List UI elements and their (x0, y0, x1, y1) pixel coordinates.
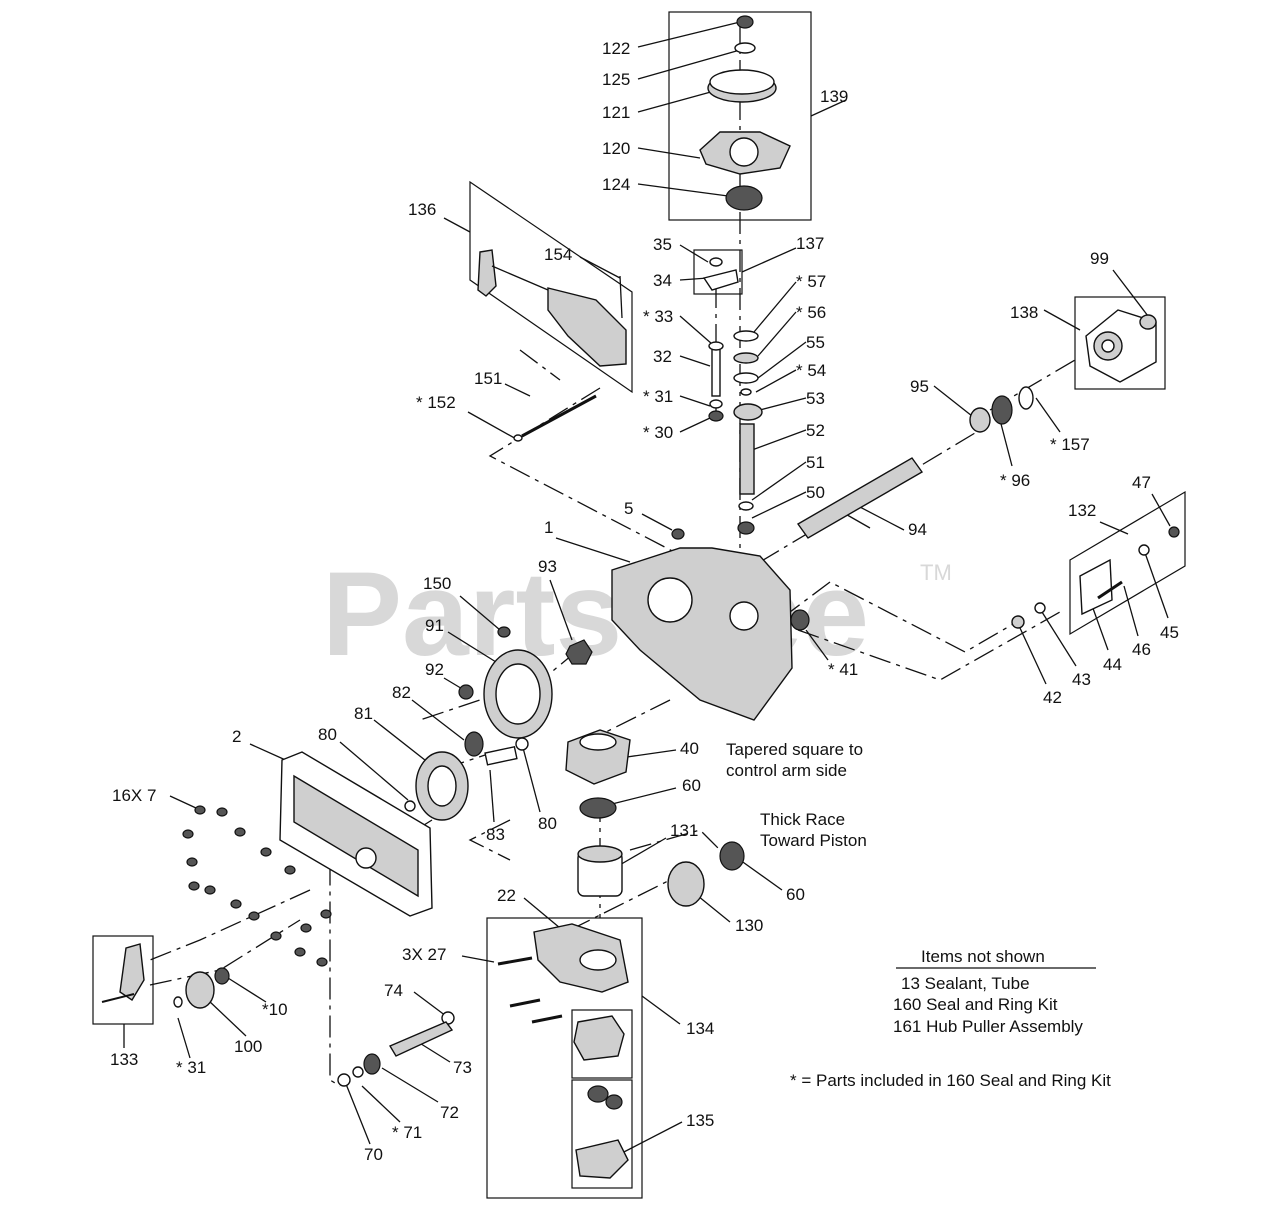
callout-57: * 57 (796, 272, 826, 291)
note-tapered-line-1: Tapered square to (726, 740, 863, 759)
callout-60a: 60 (682, 776, 701, 795)
callout-137: 137 (796, 234, 824, 253)
callout-40: 40 (680, 739, 699, 758)
callout-45: 45 (1160, 623, 1179, 642)
callout-43: 43 (1072, 670, 1091, 689)
callout-135: 135 (686, 1111, 714, 1130)
callout-125: 125 (602, 70, 630, 89)
callout-7: 16X 7 (112, 786, 156, 805)
items-not-shown-13: 13 Sealant, Tube (901, 974, 1030, 993)
callout-2: 2 (232, 727, 241, 746)
callout-27: 3X 27 (402, 945, 446, 964)
callout-54: * 54 (796, 361, 826, 380)
callout-52: 52 (806, 421, 825, 440)
callout-32: 32 (653, 347, 672, 366)
callout-154: 154 (544, 245, 572, 264)
callout-72: 72 (440, 1103, 459, 1122)
box-138 (1074, 296, 1166, 390)
callout-83: 83 (486, 825, 505, 844)
callout-132: 132 (1068, 501, 1096, 520)
callout-91: 91 (425, 616, 444, 635)
annotations: Tapered square to control arm side Thick… (726, 740, 867, 850)
callout-56: * 56 (796, 303, 826, 322)
callout-130: 130 (735, 916, 763, 935)
callout-95: 95 (910, 377, 929, 396)
callout-96: * 96 (1000, 471, 1030, 490)
callout-60b: 60 (786, 885, 805, 904)
note-thick-race-line-1: Thick Race (760, 810, 845, 829)
callout-1: 1 (544, 518, 553, 537)
callout-120: 120 (602, 139, 630, 158)
callout-80a: 80 (318, 725, 337, 744)
items-not-shown-160: 160 Seal and Ring Kit (893, 995, 1058, 1014)
callout-157: * 157 (1050, 435, 1090, 454)
box-134 (486, 917, 643, 1199)
callout-42: 42 (1043, 688, 1062, 707)
box-136 (469, 180, 633, 394)
callout-152: * 152 (416, 393, 456, 412)
callout-92: 92 (425, 660, 444, 679)
callout-31b: * 31 (176, 1058, 206, 1077)
callout-122: 122 (602, 39, 630, 58)
callout-93: 93 (538, 557, 557, 576)
callout-99: 99 (1090, 249, 1109, 268)
callout-34: 34 (653, 271, 672, 290)
callout-44: 44 (1103, 655, 1122, 674)
callout-71: * 71 (392, 1123, 422, 1142)
callout-53: 53 (806, 389, 825, 408)
items-not-shown-title: Items not shown (921, 947, 1045, 966)
note-tapered-line-2: control arm side (726, 761, 847, 780)
parts (101, 15, 1180, 1179)
callout-41: * 41 (828, 660, 858, 679)
callout-138: 138 (1010, 303, 1038, 322)
callout-70: 70 (364, 1145, 383, 1164)
callout-46: 46 (1132, 640, 1151, 659)
callout-134: 134 (686, 1019, 714, 1038)
items-not-shown-161: 161 Hub Puller Assembly (893, 1017, 1083, 1036)
callout-82: 82 (392, 683, 411, 702)
callout-50: 50 (806, 483, 825, 502)
box-133 (92, 935, 154, 1025)
callout-139: 139 (820, 87, 848, 106)
callout-5: 5 (624, 499, 633, 518)
callout-30: * 30 (643, 423, 673, 442)
box-134-inner (571, 1009, 633, 1079)
callout-133: 133 (110, 1050, 138, 1069)
callout-121: 121 (602, 103, 630, 122)
box-132 (1069, 490, 1186, 636)
callout-35: 35 (653, 235, 672, 254)
callout-80b: 80 (538, 814, 557, 833)
callout-10: *10 (262, 1000, 288, 1019)
callout-47: 47 (1132, 473, 1151, 492)
callout-74: 74 (384, 981, 403, 1000)
items-not-shown: Items not shown 13 Sealant, Tube 160 Sea… (790, 947, 1111, 1090)
callout-136: 136 (408, 200, 436, 219)
callout-151: 151 (474, 369, 502, 388)
watermark-trademark: TM (920, 560, 952, 585)
callout-100: 100 (234, 1037, 262, 1056)
callout-131: 131 (670, 821, 698, 840)
note-thick-race-line-2: Toward Piston (760, 831, 867, 850)
callout-124: 124 (602, 175, 630, 194)
callout-55: 55 (806, 333, 825, 352)
callout-31a: * 31 (643, 387, 673, 406)
footnote-seal-kit: * = Parts included in 160 Seal and Ring … (790, 1071, 1111, 1090)
callout-51: 51 (806, 453, 825, 472)
box-135 (571, 1079, 633, 1189)
assembly-boxes (92, 11, 1186, 1199)
callout-94: 94 (908, 520, 927, 539)
callout-73: 73 (453, 1058, 472, 1077)
callout-33: * 33 (643, 307, 673, 326)
callout-22: 22 (497, 886, 516, 905)
callout-150: 150 (423, 574, 451, 593)
callout-81: 81 (354, 704, 373, 723)
bolts-7 (182, 805, 332, 967)
